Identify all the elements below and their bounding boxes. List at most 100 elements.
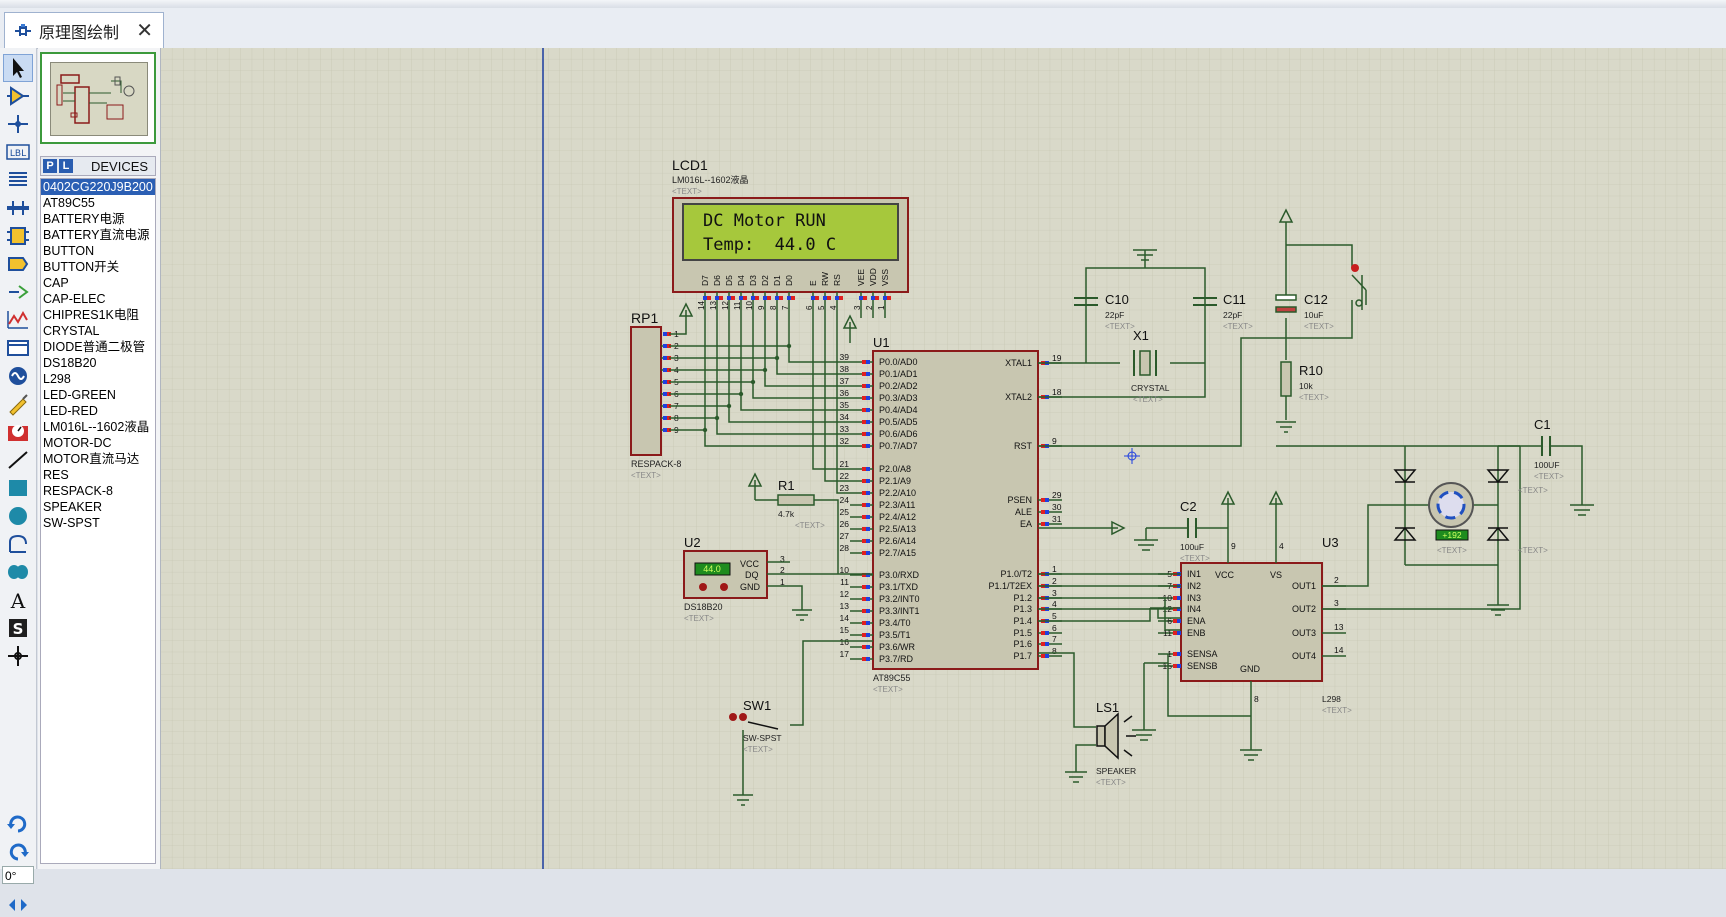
u2-ds18b20-component[interactable]: U2 44.0 VCC DQ GND 3 2 1 DS18B20 <TEXT> bbox=[683, 535, 873, 623]
u1-pin-marker-red bbox=[862, 539, 866, 543]
overview-schematic-thumbnail bbox=[56, 74, 135, 124]
device-list-item[interactable]: LED-GREEN bbox=[43, 388, 116, 402]
text-script-button[interactable] bbox=[3, 166, 33, 194]
device-list-item[interactable]: 0402CG220J9B200 bbox=[41, 179, 155, 195]
u1-pin-marker-red bbox=[862, 479, 866, 483]
device-list-item[interactable]: BATTERY直流电源 bbox=[43, 228, 150, 242]
device-list-item[interactable]: AT89C55 bbox=[43, 196, 95, 210]
mirror-button[interactable] bbox=[3, 894, 33, 916]
u1-pin-name: XTAL1 bbox=[1005, 358, 1032, 368]
c1-component[interactable]: C1 100UF <TEXT> bbox=[1498, 417, 1594, 516]
u1-pin-number: 26 bbox=[840, 519, 850, 529]
u2-part: DS18B20 bbox=[684, 602, 723, 612]
marker-tool-button[interactable] bbox=[3, 642, 33, 670]
sw1-component[interactable]: SW1 SW-SPST <TEXT> bbox=[729, 640, 873, 806]
library-manager-button[interactable]: L bbox=[59, 159, 73, 173]
x1-part: CRYSTAL bbox=[1131, 383, 1170, 393]
device-list-item[interactable]: BUTTON开关 bbox=[43, 260, 120, 274]
component-mode-button[interactable] bbox=[3, 82, 33, 110]
devices-header: P L DEVICES bbox=[40, 156, 156, 176]
ls1-wires bbox=[1038, 652, 1096, 783]
u2-button-minus[interactable] bbox=[699, 583, 707, 591]
subcircuit-button[interactable] bbox=[3, 222, 33, 250]
device-pins-button[interactable] bbox=[3, 278, 33, 306]
u1-pin-marker-blue bbox=[1045, 654, 1049, 658]
junction-dot-button[interactable] bbox=[3, 110, 33, 138]
lcd1-pin-marker-blue bbox=[823, 296, 827, 300]
c10-symbol bbox=[1074, 297, 1098, 306]
close-tab-icon[interactable]: ✕ bbox=[136, 19, 153, 42]
tab-schematic-capture[interactable]: 原理图绘制 ✕ bbox=[4, 12, 164, 48]
device-list-item[interactable]: BATTERY电源 bbox=[43, 212, 125, 226]
arc-tool-button[interactable] bbox=[3, 530, 33, 558]
device-list-item[interactable]: CAP bbox=[43, 276, 69, 290]
path-tool-button[interactable] bbox=[3, 558, 33, 586]
x1-ref: X1 bbox=[1133, 328, 1149, 343]
device-list-item[interactable]: BUTTON bbox=[43, 244, 95, 258]
device-list-item[interactable]: CRYSTAL bbox=[43, 324, 100, 338]
c2-component[interactable]: C2 100uF <TEXT> bbox=[1038, 490, 1236, 563]
device-list-item[interactable]: RESPACK-8 bbox=[43, 484, 113, 498]
schematic-canvas[interactable]: LCD1 LM016L--1602液晶 <TEXT> DC Motor RUN … bbox=[161, 48, 1726, 869]
bus-button[interactable] bbox=[3, 194, 33, 222]
u1-pin-marker-red bbox=[1041, 631, 1045, 635]
device-list-item[interactable]: SW-SPST bbox=[43, 516, 100, 530]
u3-pin-name: OUT1 bbox=[1292, 581, 1316, 591]
u1-pin-marker-blue bbox=[866, 551, 870, 555]
rotate-anticlockwise-button[interactable] bbox=[3, 838, 33, 866]
lcd1-pin-marker-blue bbox=[811, 296, 815, 300]
device-list-item[interactable]: MOTOR直流马达 bbox=[43, 452, 140, 466]
lcd1-pin-number: 12 bbox=[721, 301, 730, 310]
reset-circuit[interactable]: C12 10uF <TEXT> R10 10k <TEXT> bbox=[1038, 208, 1367, 447]
u1-pin-number: 33 bbox=[840, 424, 850, 434]
rotate-anticlockwise-icon bbox=[9, 843, 29, 861]
lcd1-component[interactable]: LCD1 LM016L--1602液晶 <TEXT> DC Motor RUN … bbox=[672, 157, 909, 318]
tape-recorder-button[interactable] bbox=[3, 334, 33, 362]
crystal-oscillator-circuit[interactable]: C10 22pF <TEXT> C11 22pF <TEXT> X1 CRYST… bbox=[1038, 249, 1253, 404]
selection-mode-button[interactable] bbox=[3, 54, 33, 82]
device-list-item[interactable]: CAP-ELEC bbox=[43, 292, 106, 306]
device-list-item[interactable]: MOTOR-DC bbox=[43, 436, 112, 450]
graph-button[interactable] bbox=[3, 306, 33, 334]
c10-value: 22pF bbox=[1105, 310, 1124, 320]
voltage-probe-button[interactable] bbox=[3, 390, 33, 418]
r1-component[interactable]: R1 4.7k <TEXT> bbox=[747, 472, 839, 574]
u1-pin-name: P2.0/A8 bbox=[879, 464, 911, 474]
device-list-item[interactable]: RES bbox=[43, 468, 69, 482]
overview-window[interactable] bbox=[40, 52, 156, 144]
pick-devices-button[interactable]: P bbox=[43, 159, 57, 173]
u1-pin-name: P0.3/AD3 bbox=[879, 393, 918, 403]
u1-pin-marker-red bbox=[862, 527, 866, 531]
device-list-item[interactable]: LM016L--1602液晶 bbox=[43, 420, 150, 434]
generator-button[interactable] bbox=[3, 362, 33, 390]
device-list-item[interactable]: L298 bbox=[43, 372, 71, 386]
motor-bridge-circuit[interactable]: +192 <TEXT> <TEXT> <TEXT> bbox=[1322, 446, 1548, 616]
u3-pin-name: ENB bbox=[1187, 628, 1206, 638]
line-tool-button[interactable] bbox=[3, 446, 33, 474]
ls1-speaker-component[interactable]: LS1 SPEAKER <TEXT> bbox=[1038, 652, 1136, 787]
wire-label-button[interactable]: LBL bbox=[3, 138, 33, 166]
box-tool-button[interactable] bbox=[3, 474, 33, 502]
device-list-item[interactable]: DIODE普通二极管 bbox=[43, 340, 146, 354]
lcd-control-wire bbox=[824, 318, 850, 482]
u2-button-plus[interactable] bbox=[720, 583, 728, 591]
device-list-item[interactable]: CHIPRES1K电阻 bbox=[43, 308, 139, 322]
lcd1-line2: Temp: 44.0 C bbox=[703, 235, 836, 255]
text-tool-button[interactable]: A bbox=[3, 586, 33, 614]
u1-pin-marker-red bbox=[862, 597, 866, 601]
virtual-instruments-button[interactable] bbox=[3, 418, 33, 446]
circle-tool-button[interactable] bbox=[3, 502, 33, 530]
device-list-item[interactable]: DS18B20 bbox=[43, 356, 97, 370]
symbol-tool-button[interactable]: S bbox=[3, 614, 33, 642]
rotate-clockwise-button[interactable] bbox=[3, 810, 33, 838]
u3-pin-name: ENA bbox=[1187, 616, 1206, 626]
device-list-item[interactable]: LED-RED bbox=[43, 404, 98, 418]
bus-junction-dot bbox=[738, 391, 744, 397]
svg-text:LBL: LBL bbox=[10, 149, 26, 159]
u1-pin-number: 29 bbox=[1052, 490, 1062, 500]
terminals-button[interactable] bbox=[3, 250, 33, 278]
device-list-item[interactable]: SPEAKER bbox=[43, 500, 103, 514]
